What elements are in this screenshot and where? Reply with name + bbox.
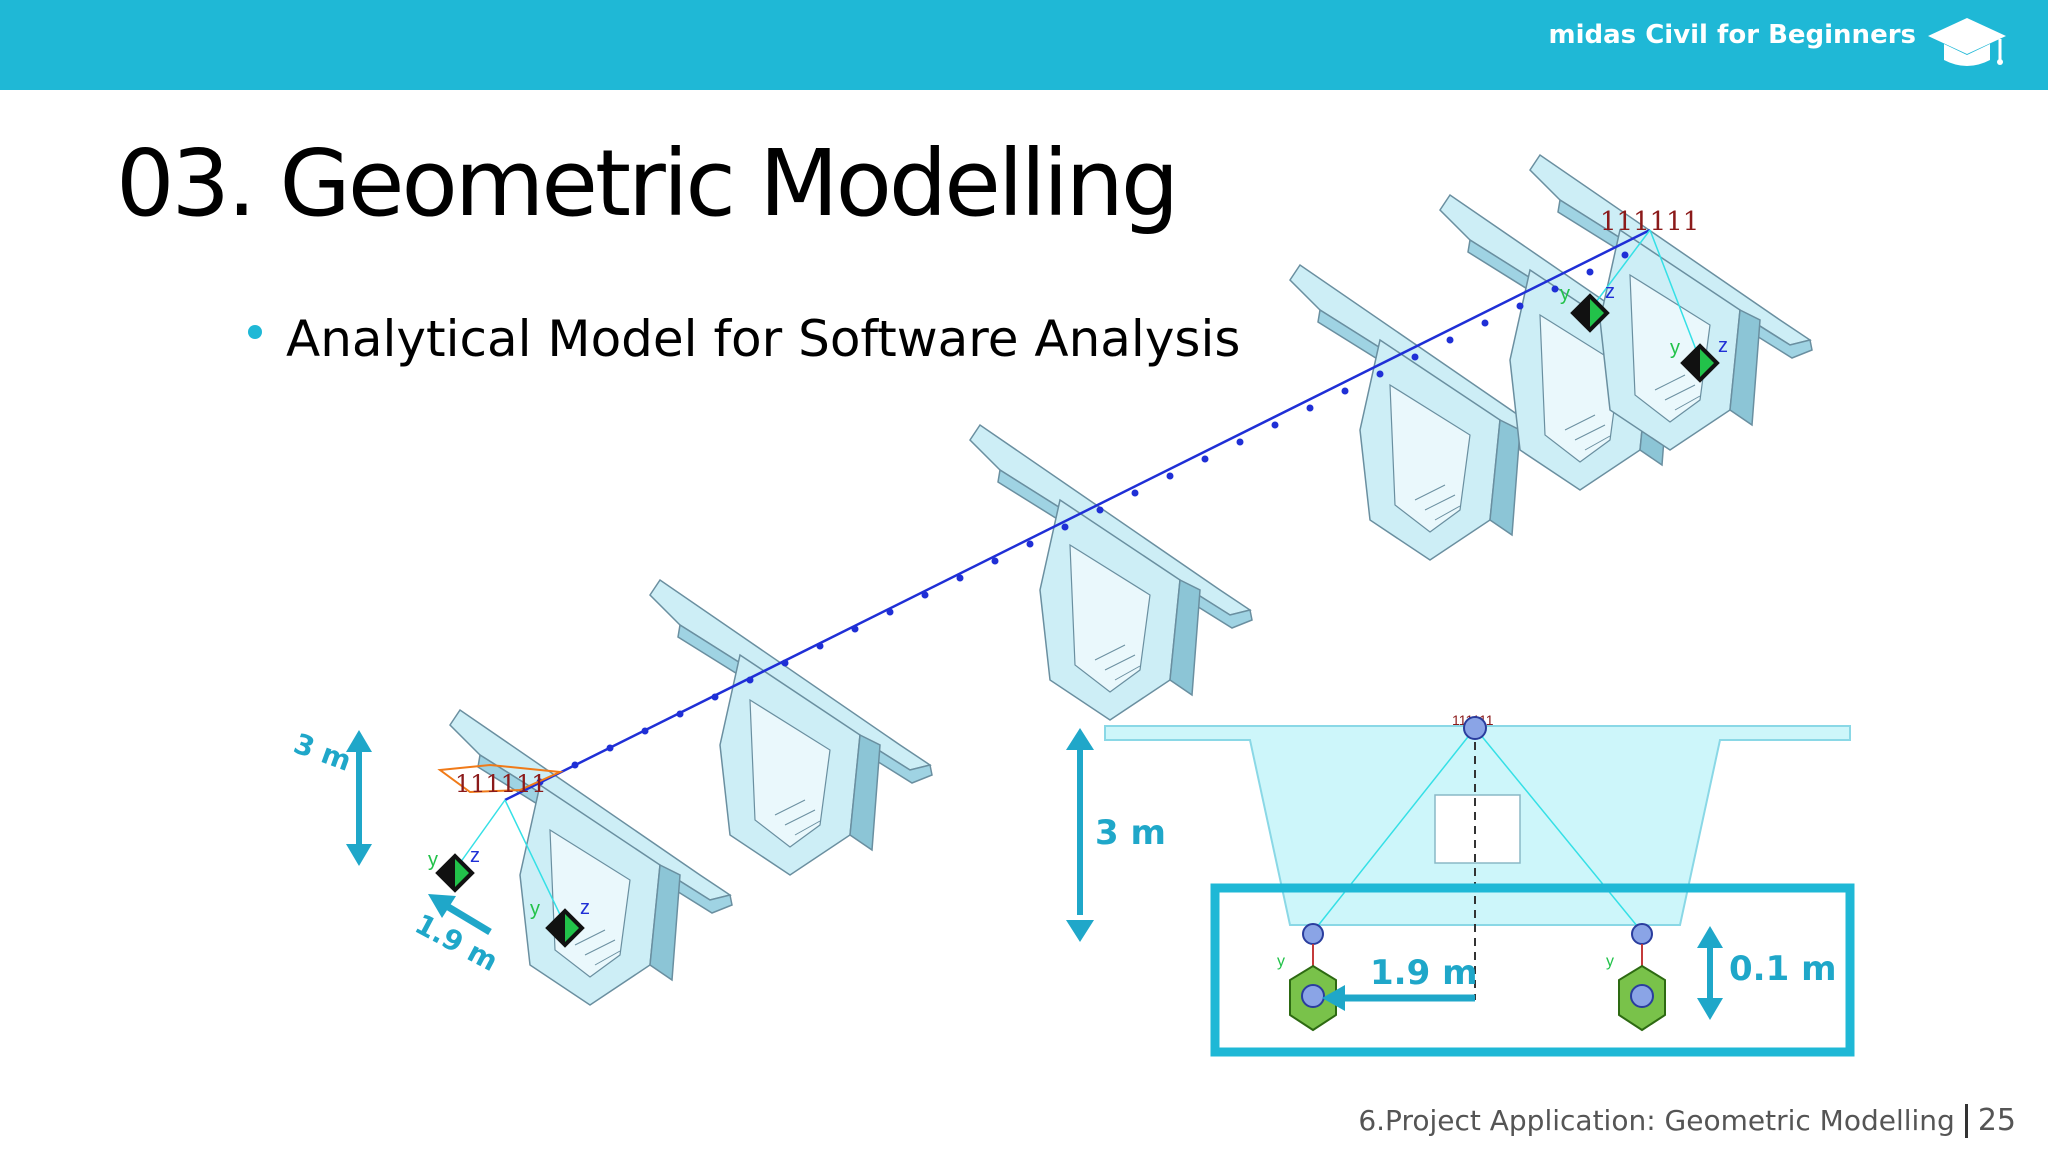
height-section-label: 3 m (1095, 813, 1166, 853)
cross-section-view: 111111 y y (1104, 712, 1851, 1032)
axis-y-label: y (530, 898, 540, 920)
bearing-highlight-frame (1210, 883, 1855, 1057)
bearing-height-arrow (1697, 926, 1723, 1020)
graduation-cap-icon (1928, 18, 2006, 66)
height-3d-label: 3 m (289, 727, 355, 778)
bullet-text: Analytical Model for Software Analysis (286, 310, 1241, 368)
axis-y-label: y (1277, 953, 1285, 970)
bullet-dot (248, 325, 262, 339)
offset-section-label: 1.9 m (1370, 953, 1478, 993)
footer-separator (1964, 1103, 1968, 1138)
brand-title: midas Civil for Beginners (1548, 20, 1916, 50)
axis-z-label: z (1605, 281, 1615, 303)
support-label-left: 111111 (455, 770, 547, 798)
axis-z-label: z (580, 897, 590, 919)
axis-y-label: y (428, 849, 438, 871)
offset-3d-label: 1.9 m (410, 907, 504, 978)
axis-y-label: y (1670, 337, 1680, 359)
bearing-height-label: 0.1 m (1729, 949, 1837, 989)
axis-z-label: z (470, 845, 480, 867)
spine-nodes (536, 251, 1629, 786)
axis-y-label: y (1560, 283, 1570, 305)
footer-breadcrumb: 6.Project Application: Geometric Modelli… (1358, 1104, 1955, 1137)
height-section-arrow (1066, 728, 1094, 942)
header-bar: midas Civil for Beginners (0, 0, 2048, 90)
offset-section-arrow (1322, 985, 1475, 1011)
axis-y-label: y (1606, 953, 1614, 970)
footer: 6.Project Application: Geometric Modelli… (1358, 1103, 2016, 1138)
height-3d-arrow (346, 730, 372, 866)
bullet-item: Analytical Model for Software Analysis (248, 310, 1240, 368)
axis-z-label: z (1718, 335, 1728, 357)
girder-segment-2 (649, 579, 933, 876)
support-node-left-a (435, 853, 475, 893)
slide-title: 03. Geometric Modelling (116, 130, 1179, 237)
offset-3d-arrow (428, 894, 492, 936)
spine-element-line (504, 228, 1651, 802)
support-label-right: 111111 (1600, 207, 1699, 237)
support-highlight (437, 763, 564, 794)
girder-segment-3 (969, 424, 1253, 721)
page-number: 25 (1977, 1103, 2016, 1138)
